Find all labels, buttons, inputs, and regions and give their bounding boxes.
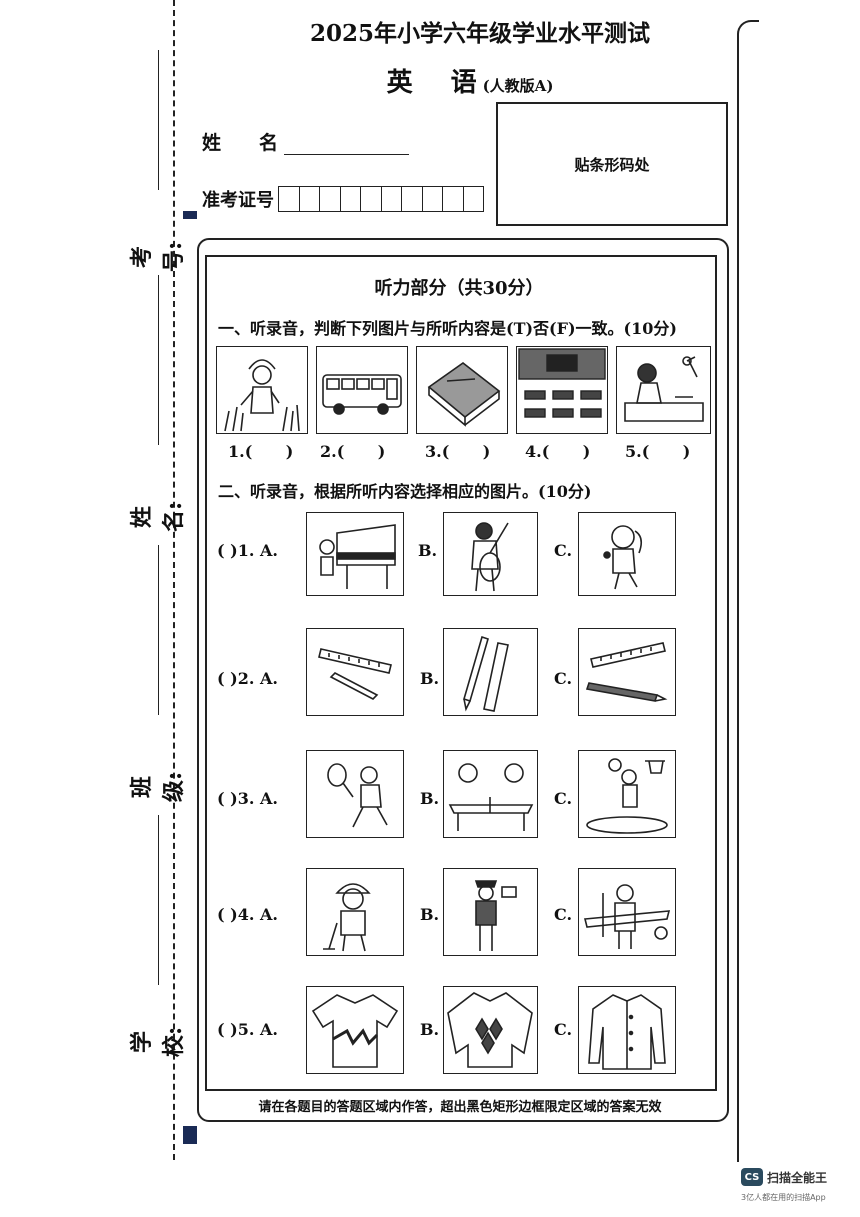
name-label: 姓 名 — [202, 132, 279, 154]
q5-c-dress-shirt-picture — [578, 986, 676, 1074]
part2-heading: 二、听录音，根据所听内容选择相应的图片。(10分) — [218, 482, 592, 501]
exam-id-label: 准考证号 — [202, 190, 274, 211]
q2-a-ruler-pencil-picture — [306, 628, 404, 716]
q1-c-label[interactable]: C. — [554, 541, 573, 560]
part1-blank-2[interactable]: 2.( ) — [320, 442, 386, 461]
q4-b-label[interactable]: B. — [420, 905, 440, 924]
q2-label[interactable]: ( )2. A. — [217, 669, 278, 688]
camscanner-name: 扫描全能王 — [767, 1171, 828, 1185]
book-picture — [416, 346, 508, 434]
part1-blank-4[interactable]: 4.( ) — [525, 442, 591, 461]
q1-b-label[interactable]: B. — [418, 541, 438, 560]
q4-b-postman-picture — [443, 868, 538, 956]
name-field[interactable] — [284, 136, 410, 155]
q3-c-basketball-picture — [578, 750, 676, 838]
q5-c-label[interactable]: C. — [554, 1020, 573, 1039]
binding-exam-no-label: 考号: — [129, 241, 187, 273]
q3-a-badminton-picture — [306, 750, 404, 838]
q2-c-label[interactable]: C. — [554, 669, 573, 688]
bus-picture — [316, 346, 408, 434]
right-page-frame — [737, 20, 759, 1162]
q2-b-pencil-ruler-picture — [443, 628, 538, 716]
classroom-picture — [516, 346, 608, 434]
answer-area-inner-frame — [205, 255, 717, 1091]
binding-dashed-line — [173, 0, 175, 1160]
part1-blank-3[interactable]: 3.( ) — [425, 442, 491, 461]
answer-area-notice: 请在各题目的答题区域内作答，超出黑色矩形边框限定区域的答案无效 — [258, 1100, 662, 1115]
edition-label: (人教版A) — [482, 77, 554, 95]
barcode-label: 贴条形码处 — [574, 155, 650, 174]
subject-name: 英 语 — [386, 68, 483, 98]
camscanner-slogan: 3亿人都在用的扫描App — [741, 1193, 826, 1202]
camscanner-logo: CS — [741, 1168, 763, 1186]
q1-c-singing-picture — [578, 512, 676, 596]
name-row: 姓 名 — [202, 128, 410, 155]
binding-school-label: 学校: — [129, 1026, 187, 1058]
alignment-marker-top — [183, 211, 197, 219]
part1-blank-5[interactable]: 5.( ) — [625, 442, 691, 461]
listening-section-title: 听力部分（共30分） — [374, 278, 544, 299]
q3-b-label[interactable]: B. — [420, 789, 440, 808]
q4-c-label[interactable]: C. — [554, 905, 573, 924]
answer-area-outer-frame — [197, 238, 729, 1122]
school-rule — [158, 815, 159, 985]
part1-heading: 一、听录音，判断下列图片与所听内容是(T)否(F)一致。(10分) — [218, 319, 677, 338]
q3-b-ping-pong-picture — [443, 750, 538, 838]
alignment-marker-bottom — [183, 1126, 197, 1144]
q2-c-ruler-pen-picture — [578, 628, 676, 716]
q4-label[interactable]: ( )4. A. — [217, 905, 278, 924]
subject-title: 英 语(人教版A) — [300, 62, 640, 99]
q5-label[interactable]: ( )5. A. — [217, 1020, 278, 1039]
exam-title: 2025年小学六年级学业水平测试 — [309, 20, 650, 47]
q3-label[interactable]: ( )3. A. — [217, 789, 278, 808]
binding-name-label: 姓名: — [129, 501, 187, 533]
exam-id-row: 准考证号 — [202, 186, 484, 212]
exam-id-boxes[interactable] — [278, 186, 484, 212]
part1-blank-1[interactable]: 1.( ) — [228, 442, 294, 461]
class-rule — [158, 545, 159, 715]
girl-writing-picture — [616, 346, 711, 434]
exam-no-rule — [158, 50, 159, 190]
binding-class-label: 班级: — [129, 771, 187, 803]
q1-b-pipa-picture — [443, 512, 538, 596]
q5-b-sweater-picture — [443, 986, 538, 1074]
q3-c-label[interactable]: C. — [554, 789, 573, 808]
q2-b-label[interactable]: B. — [420, 669, 440, 688]
q1-a-piano-picture — [306, 512, 404, 596]
q1-label[interactable]: ( )1. A. — [217, 541, 278, 560]
name-rule — [158, 275, 159, 445]
barcode-area: 贴条形码处 — [496, 102, 728, 226]
q5-b-label[interactable]: B. — [420, 1020, 440, 1039]
q5-a-polo-shirt-picture — [306, 986, 404, 1074]
woman-in-grass-picture — [216, 346, 308, 434]
q4-a-worker-picture — [306, 868, 404, 956]
q4-c-pilot-picture — [578, 868, 676, 956]
